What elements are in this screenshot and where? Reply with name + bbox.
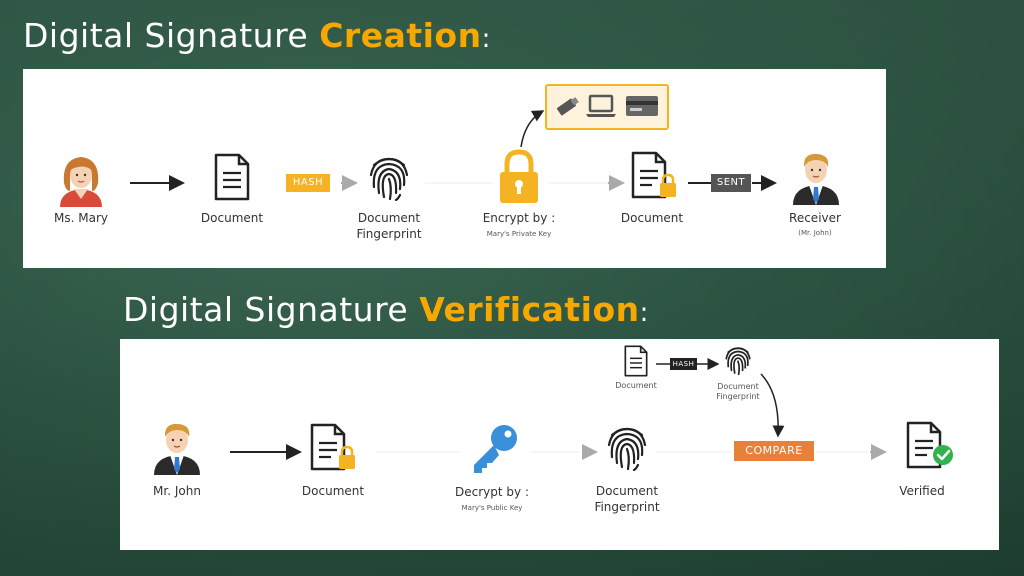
creation-heading-accent: Creation	[319, 16, 482, 55]
usb-drive-icon	[556, 97, 579, 116]
fingerprint-label-2: Fingerprint	[594, 500, 660, 514]
creation-heading-colon: :	[481, 24, 491, 54]
creation-heading-text: Digital Signature	[23, 16, 320, 55]
receiver-name-label: (Mr. John)	[798, 229, 832, 237]
creation-panel: Ms. Mary Document HASH Document Fingerpr…	[23, 69, 886, 268]
fingerprint-icon	[369, 157, 409, 201]
key-icon	[474, 425, 517, 473]
receiver-label: Receiver	[789, 211, 841, 225]
verification-heading-text: Digital Signature	[123, 290, 420, 329]
document-icon	[624, 345, 648, 377]
creation-heading: Digital Signature Creation:	[23, 16, 491, 55]
locked-document-icon	[631, 151, 676, 199]
verification-connectors	[230, 358, 887, 460]
top-fingerprint-label-2: Fingerprint	[716, 392, 760, 401]
locked-document-icon	[310, 423, 355, 471]
laptop-icon	[586, 94, 616, 117]
verified-document-icon	[906, 421, 953, 469]
ms-mary-label: Ms. Mary	[54, 211, 108, 225]
decrypt-label: Decrypt by :	[455, 485, 529, 499]
locked-document-label: Document	[620, 211, 684, 225]
encrypt-label: Encrypt by :	[482, 211, 556, 225]
top-document-label: Document	[615, 381, 657, 390]
woman-avatar-icon	[60, 157, 102, 207]
fingerprint-icon	[725, 347, 751, 376]
hash-tag: HASH	[286, 174, 330, 192]
padlock-icon	[500, 149, 538, 203]
fingerprint-icon	[607, 427, 647, 471]
private-key-label: Mary's Private Key	[486, 230, 552, 238]
man-avatar-icon	[793, 153, 839, 205]
arrow-lock-to-devices	[520, 110, 545, 148]
smart-card-icon	[626, 96, 658, 116]
document-icon	[214, 153, 250, 201]
verification-heading-accent: Verification	[419, 290, 640, 329]
sent-tag: SENT	[711, 174, 751, 192]
verification-heading: Digital Signature Verification:	[123, 290, 649, 329]
public-key-label: Mary's Public Key	[461, 504, 523, 512]
fingerprint-label-2: Fingerprint	[356, 227, 422, 241]
fingerprint-label-1: Document	[357, 211, 421, 225]
verification-heading-colon: :	[639, 298, 649, 328]
creation-connectors	[130, 110, 777, 191]
top-fingerprint-label-1: Document	[717, 382, 759, 391]
document-label: Document	[200, 211, 264, 225]
document-label: Document	[301, 484, 365, 498]
arrow-top-fingerprint-to-compare	[760, 373, 785, 438]
man-avatar-icon	[154, 423, 200, 475]
top-hash-tag: HASH	[670, 358, 697, 370]
mr-john-label: Mr. John	[153, 484, 201, 498]
compare-tag: COMPARE	[734, 441, 814, 461]
fingerprint-label-1: Document	[595, 484, 659, 498]
verification-panel: Mr. John Document Decrypt by : Mary's Pu…	[120, 339, 999, 550]
verified-label: Verified	[899, 484, 945, 498]
